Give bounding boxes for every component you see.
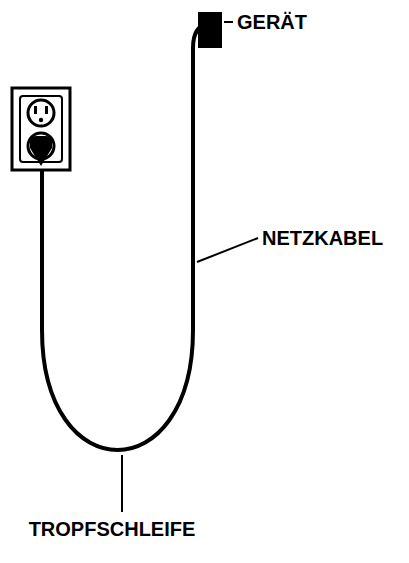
wall-outlet (12, 88, 70, 170)
part-label: NETZKABEL (261, 227, 384, 249)
part-label: TROPFSCHLEIFE (28, 518, 197, 540)
leader-line (197, 238, 258, 262)
leader-line (121, 455, 123, 512)
part-label: GERÄT (236, 11, 308, 33)
plug (30, 136, 52, 166)
device-box (198, 12, 222, 48)
leader-line (224, 21, 233, 23)
